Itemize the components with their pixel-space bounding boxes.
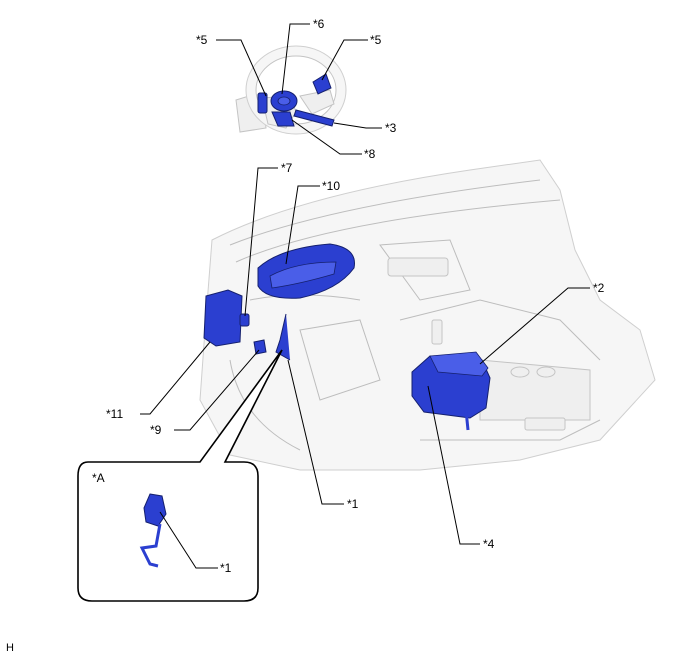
callout-5-left: *5 (196, 33, 208, 47)
ecu-part (203, 289, 243, 347)
callout-3: *3 (385, 121, 397, 135)
dashboard-body (199, 159, 656, 471)
inset-label: *A (92, 471, 105, 485)
callout-1-inset: *1 (220, 561, 232, 575)
steering-sensor-part (271, 111, 295, 127)
callout-2: *2 (593, 281, 605, 295)
callout-11: *11 (106, 407, 123, 421)
callout-8: *8 (364, 147, 376, 161)
callout-5-right: *5 (370, 33, 382, 47)
paddle-switch-right-part (312, 73, 332, 95)
module-9-part (253, 339, 267, 355)
callout-1: *1 (347, 497, 359, 511)
paddle-switch-left-part (257, 92, 268, 114)
harness-1-part (275, 313, 291, 361)
sensor-7-part (239, 313, 250, 327)
footer-code: H (6, 642, 14, 654)
inset-part-1 (143, 493, 167, 527)
callout-4: *4 (483, 537, 495, 551)
lever-switch-part (293, 109, 335, 127)
callout-6: *6 (313, 17, 325, 31)
inset-a-frame (77, 349, 283, 602)
leader-lines (140, 23, 590, 569)
callout-7: *7 (281, 161, 293, 175)
callout-9: *9 (150, 423, 162, 437)
callout-10: *10 (322, 179, 340, 193)
steering-wheel-group (235, 45, 347, 135)
console-unit-2-part (429, 351, 489, 377)
